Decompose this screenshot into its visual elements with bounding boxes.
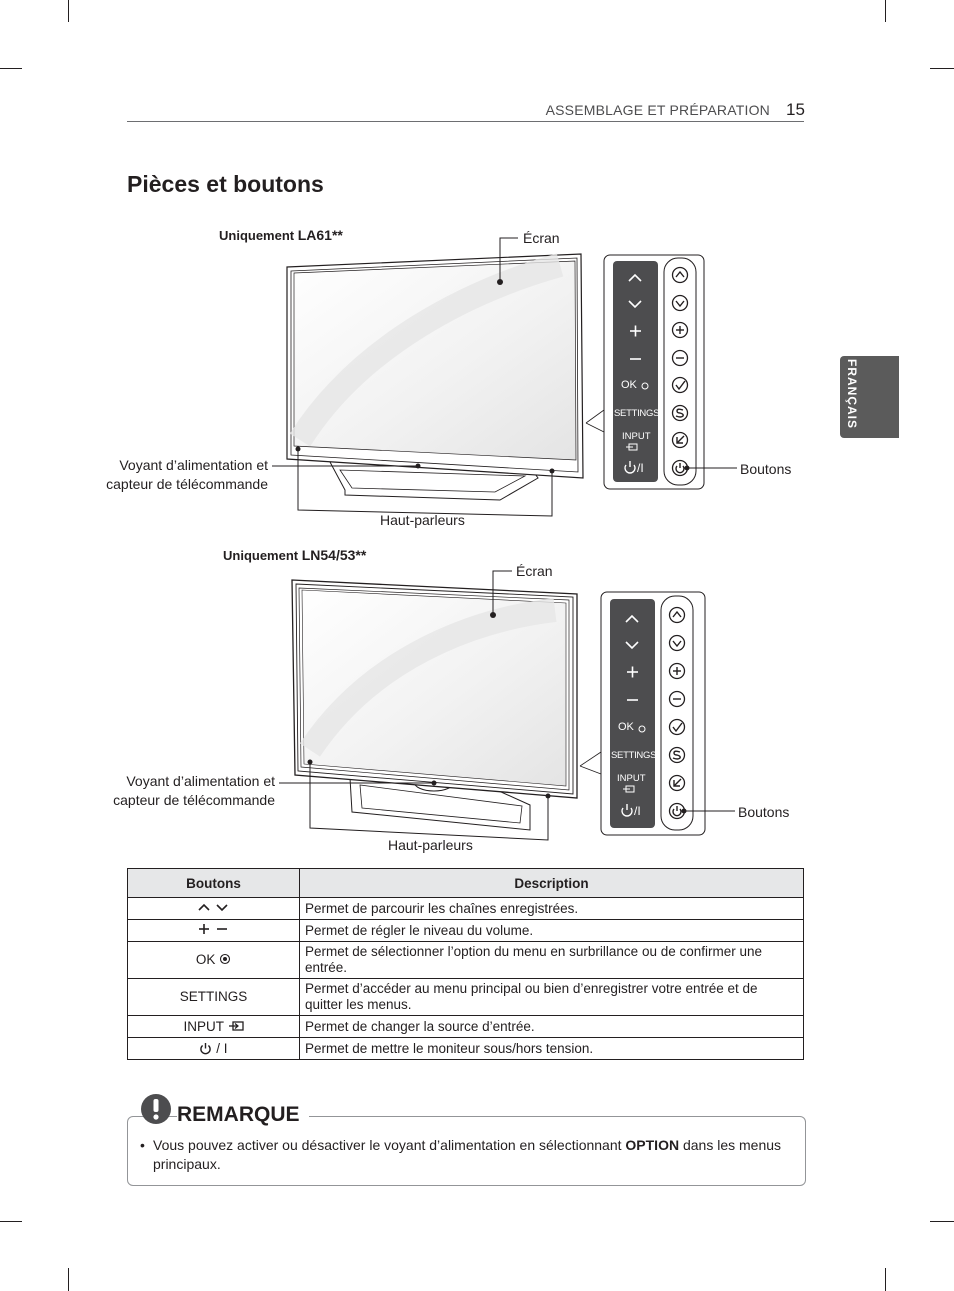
table-row: INPUT Permet de changer la source d’entr… xyxy=(127,1015,804,1038)
panel-power-label: /I xyxy=(637,461,644,475)
speakers-label: Haut-parleurs xyxy=(388,837,473,853)
panel-input-label: INPUT xyxy=(617,773,646,784)
note-box xyxy=(127,1116,806,1186)
model-prefix: Uniquement xyxy=(219,228,298,243)
table-row: Permet de régler le niveau du volume. xyxy=(127,919,804,942)
speakers-label: Haut-parleurs xyxy=(380,512,465,528)
chevron-up-down-icon xyxy=(197,903,228,911)
buttons-label: Boutons xyxy=(740,461,792,477)
model-label-la61: Uniquement LA61** xyxy=(219,227,343,243)
button-cell: SETTINGS xyxy=(127,978,300,1016)
panel-settings-label: SETTINGS xyxy=(611,750,657,761)
buttons-table: Boutons Description Permet de parcourir … xyxy=(127,868,804,1060)
screen-label: Écran xyxy=(523,230,560,246)
panel-input-label: INPUT xyxy=(622,431,651,442)
crop-mark xyxy=(885,0,886,22)
screen-label: Écran xyxy=(516,563,553,579)
button-cell xyxy=(127,919,300,942)
table-header-buttons: Boutons xyxy=(127,868,300,898)
tv-screen xyxy=(301,589,567,787)
page-number: 15 xyxy=(786,100,805,119)
model-label-ln54: Uniquement LN54/53** xyxy=(223,547,366,563)
button-cell: INPUT xyxy=(127,1015,300,1038)
speaker-callout-line xyxy=(309,762,549,841)
plus-minus-icon xyxy=(198,923,227,934)
crop-mark xyxy=(0,68,22,69)
crop-mark xyxy=(68,0,69,22)
crop-mark xyxy=(930,68,954,69)
buttons-label: Boutons xyxy=(738,804,790,820)
speaker-callout-line xyxy=(297,449,553,517)
button-panel-dark xyxy=(610,599,655,828)
button-cell: / I xyxy=(127,1037,300,1060)
led-sensor-label-line1: Voyant d’alimentation et xyxy=(126,773,275,789)
panel-settings-label: SETTINGS xyxy=(614,408,660,419)
description-cell: Permet de régler le niveau du volume. xyxy=(299,919,804,942)
led-sensor-label: Voyant d’alimentation et capteur de télé… xyxy=(90,456,268,494)
section-header: ASSEMBLAGE ET PRÉPARATION xyxy=(545,102,770,118)
exclamation-icon xyxy=(141,1094,171,1124)
button-cell: OK xyxy=(127,941,300,979)
led-sensor-label-line2: capteur de télécommande xyxy=(106,476,268,492)
description-cell: Permet de changer la source d’entrée. xyxy=(299,1015,804,1038)
description-cell: Permet d’accéder au menu principal ou bi… xyxy=(299,978,804,1016)
note-text-before: Vous pouvez activer ou désactiver le voy… xyxy=(153,1137,626,1153)
tv-ln54-drawing xyxy=(279,570,735,841)
bullet-icon: • xyxy=(140,1137,145,1153)
note-text-after: dans les menus principaux. xyxy=(153,1137,782,1172)
screen-callout-line xyxy=(499,237,518,282)
button-name: / I xyxy=(212,1040,228,1056)
led-sensor-label-line2: capteur de télécommande xyxy=(113,792,275,808)
note-body: Vous pouvez activer ou désactiver le voy… xyxy=(153,1136,798,1174)
power-icon xyxy=(200,1042,212,1054)
language-tab-label: FRANÇAIS xyxy=(845,359,859,429)
button-cell xyxy=(127,897,300,920)
table-row: / I Permet de mettre le moniteur sous/ho… xyxy=(127,1037,804,1060)
model-prefix: Uniquement xyxy=(223,548,302,563)
crop-mark xyxy=(885,1268,886,1291)
language-tab xyxy=(840,356,899,438)
model-code: LN54/53** xyxy=(301,547,367,563)
tv-la61-drawing xyxy=(272,237,737,517)
table-header-row: Boutons Description xyxy=(127,868,804,898)
panel-ok-label: OK xyxy=(618,721,634,733)
description-cell: Permet de parcourir les chaînes enregist… xyxy=(299,897,804,920)
input-source-icon xyxy=(228,1020,244,1031)
table-header-description: Description xyxy=(299,868,804,898)
table-row: OK Permet de sélectionner l’option du me… xyxy=(127,941,804,979)
tv-screen xyxy=(293,260,577,461)
ok-circle-dot-icon xyxy=(220,953,231,965)
crop-mark xyxy=(68,1268,69,1291)
note-title: REMARQUE xyxy=(177,1103,309,1127)
led-sensor-label-line1: Voyant d’alimentation et xyxy=(119,457,268,473)
led-sensor-label: Voyant d’alimentation et capteur de télé… xyxy=(95,772,275,810)
header-rule xyxy=(127,121,804,122)
button-name: OK xyxy=(195,952,216,967)
button-panel-dark xyxy=(613,261,658,482)
page-title: Pièces et boutons xyxy=(127,171,324,197)
screen-callout-line xyxy=(492,570,512,615)
panel-power-label: /I xyxy=(634,804,641,818)
description-cell: Permet de sélectionner l’option du menu … xyxy=(299,941,804,979)
table-row: SETTINGS Permet d’accéder au menu princi… xyxy=(127,978,804,1016)
description-cell: Permet de mettre le moniteur sous/hors t… xyxy=(299,1037,804,1060)
crop-mark xyxy=(930,1221,954,1222)
table-row: Permet de parcourir les chaînes enregist… xyxy=(127,897,804,920)
model-code: LA61** xyxy=(297,227,343,243)
panel-ok-label: OK xyxy=(621,379,637,391)
button-name: INPUT xyxy=(183,1018,224,1034)
note-text-bold: OPTION xyxy=(625,1137,680,1153)
crop-mark xyxy=(0,1221,22,1222)
button-name: SETTINGS xyxy=(179,989,248,1004)
